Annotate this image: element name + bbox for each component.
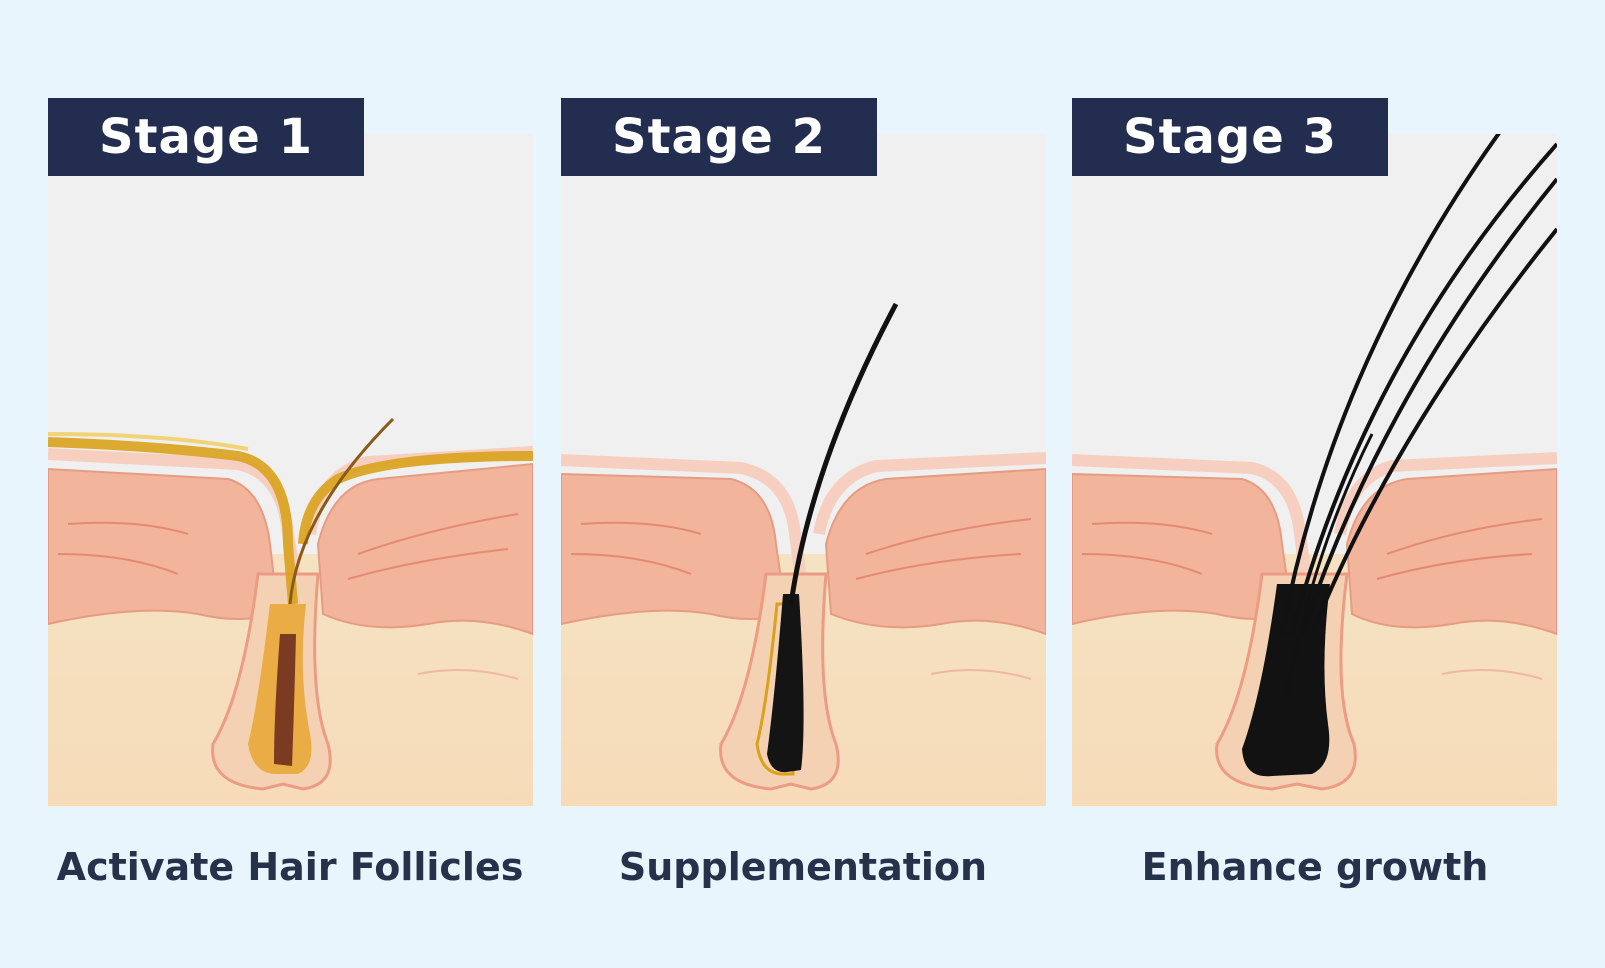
stage-3-illustration	[1072, 134, 1557, 806]
stage-3-tab: Stage 3	[1072, 98, 1388, 176]
stage-3-caption: Enhance growth	[1141, 845, 1489, 889]
stage-2-illustration	[561, 134, 1046, 806]
follicle-stage-3-image	[1072, 134, 1557, 806]
stage-1-illustration	[48, 134, 533, 806]
stage-2-tab: Stage 2	[561, 98, 877, 176]
stage-1-caption: Activate Hair Follicles	[56, 845, 524, 889]
stage-2-caption: Supplementation	[618, 845, 988, 889]
follicle-stage-2-image	[561, 134, 1046, 806]
follicle-stage-1-image	[48, 134, 533, 806]
stage-1-tab: Stage 1	[48, 98, 364, 176]
